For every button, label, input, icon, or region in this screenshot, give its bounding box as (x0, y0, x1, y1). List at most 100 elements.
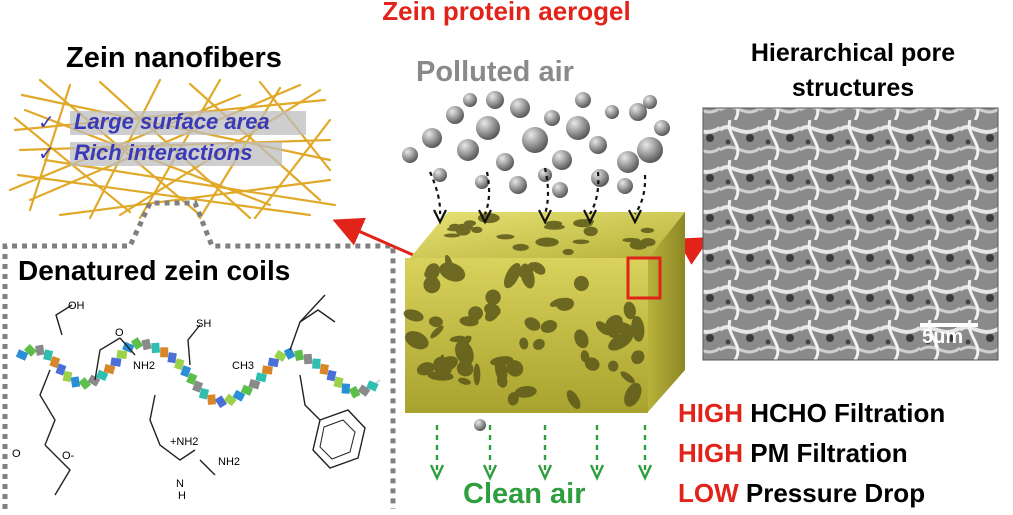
pore (631, 350, 645, 365)
pore (423, 276, 441, 294)
zoom-region-box (626, 256, 662, 300)
coil-block (341, 383, 351, 394)
pore (540, 320, 558, 333)
performance-item-pressure: LOW Pressure Drop (678, 478, 925, 509)
pore (524, 317, 541, 331)
performance-level: HIGH (678, 398, 743, 428)
particle (402, 147, 418, 163)
coil-block (141, 338, 152, 351)
coils-zoom-frame (2, 200, 396, 509)
coil-block (232, 389, 246, 402)
mol-label-h: H (178, 490, 186, 502)
particle (474, 419, 486, 431)
pore (468, 306, 483, 321)
particle (433, 168, 447, 182)
pore (595, 321, 611, 336)
pollutant-particles (402, 91, 670, 431)
particle (476, 116, 500, 140)
particle (617, 178, 633, 194)
sem-image (702, 107, 999, 361)
pore (458, 377, 471, 385)
pore (610, 321, 636, 335)
coil-block (110, 357, 122, 367)
pore (512, 243, 529, 251)
mol-label-n: N (176, 478, 184, 490)
particle (422, 128, 442, 148)
pore (584, 357, 600, 371)
pore (519, 337, 529, 350)
particle (510, 98, 530, 118)
pore (573, 275, 589, 292)
mol-label-ch3: CH3 (232, 360, 255, 372)
particle (617, 151, 639, 173)
particle (522, 127, 548, 153)
coil-block (160, 347, 169, 358)
particle (591, 169, 609, 187)
coil-block (255, 372, 267, 383)
polluted-air-label: Polluted air (416, 56, 574, 88)
performance-item-hcho: HIGH HCHO Filtration (678, 398, 945, 429)
coil-block (15, 349, 29, 361)
coil-block (186, 372, 198, 385)
particle (544, 110, 560, 126)
denatured-coils-label: Denatured zein coils (18, 255, 291, 286)
performance-metric: HCHO Filtration (750, 398, 946, 428)
pore (607, 360, 619, 372)
particle (637, 137, 663, 163)
pore (405, 331, 429, 350)
mol-label-oh: OH (68, 300, 85, 312)
inflow-arrow (478, 171, 492, 225)
figure-title: Zein protein aerogel (382, 0, 631, 26)
coil-block (192, 380, 204, 393)
coil-block (78, 377, 92, 390)
coil-block (24, 344, 37, 357)
particle (629, 103, 647, 121)
coil-block (35, 344, 45, 356)
performance-metric: PM Filtration (750, 438, 908, 468)
pore (514, 386, 537, 398)
outflow-arrow (429, 425, 445, 481)
particle (486, 91, 504, 109)
coil-block (223, 393, 237, 407)
coil-block (70, 376, 81, 388)
check-icon: ✓ (38, 112, 55, 134)
mol-label-o2: O (12, 448, 21, 460)
pore (543, 224, 565, 230)
coil-block (180, 365, 192, 378)
performance-level: HIGH (678, 438, 743, 468)
coil-block (366, 380, 379, 392)
coil-block (274, 349, 287, 362)
particle (575, 92, 591, 108)
mol-label-o-minus: O- (62, 450, 75, 462)
pore-structures-label: Hierarchical pore structures (708, 36, 998, 106)
pore (485, 289, 501, 305)
nanofibers-label: Zein nanofibers (66, 42, 282, 74)
outflow-arrow (537, 425, 553, 481)
coil-block (95, 369, 109, 382)
inflow-arrows (428, 167, 647, 225)
zein-coil-chain (15, 337, 381, 409)
coil-block (312, 358, 321, 369)
particle (496, 153, 514, 171)
feature-item: ✓ (38, 110, 55, 135)
pore-structures-line1: Hierarchical pore (750, 39, 956, 67)
pore (611, 338, 620, 351)
pore (523, 262, 535, 278)
outflow-arrow (589, 425, 605, 481)
coil-block (348, 385, 361, 399)
feature-highlight-2 (70, 142, 282, 166)
pore (430, 325, 444, 339)
performance-item-pm: HIGH PM Filtration (678, 438, 908, 469)
pore (443, 233, 461, 238)
mol-label-o: O (115, 327, 124, 339)
pore (455, 340, 474, 366)
pore (464, 220, 476, 227)
pore (640, 238, 656, 247)
pore (640, 227, 655, 234)
pore (583, 226, 598, 237)
coil-block (167, 352, 177, 364)
coil-block (207, 394, 217, 405)
coil-block (294, 349, 304, 361)
pore (631, 316, 645, 342)
mol-label-sh: SH (196, 318, 212, 330)
